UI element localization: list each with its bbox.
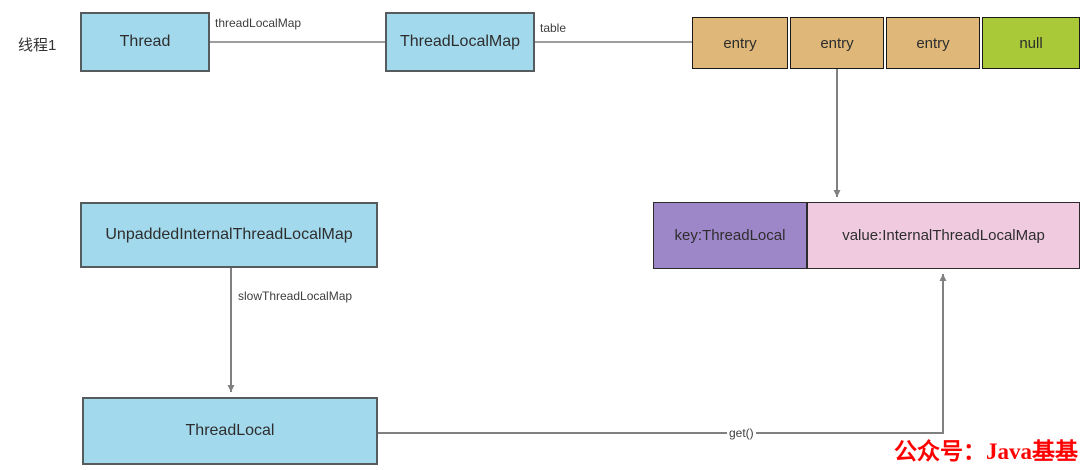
thread1-annotation: 线程1 (18, 37, 57, 54)
edge-threadlocal-get-to-value-arrow (378, 274, 947, 434)
node-thread: Thread (80, 12, 210, 72)
edge-label-slowthreadlocalmap: slowThreadLocalMap (238, 289, 353, 303)
node-threadlocalmap: ThreadLocalMap (385, 12, 535, 72)
node-threadlocal: ThreadLocal (82, 397, 378, 465)
node-unpadded-internal-threadlocalmap: UnpaddedInternalThreadLocalMap (80, 202, 378, 268)
node-entry-1: entry (692, 17, 788, 69)
node-value-internalthreadlocalmap: value:InternalThreadLocalMap (807, 202, 1080, 269)
node-key-threadlocal: key:ThreadLocal (653, 202, 807, 269)
node-entry-3: entry (886, 17, 980, 69)
edge-label-get: get() (727, 426, 756, 440)
edge-label-table: table (540, 21, 567, 35)
node-null-slot: null (982, 17, 1080, 69)
edge-label-threadlocalmap: threadLocalMap (215, 16, 302, 30)
watermark-text: 公众号：Java基基 (894, 439, 1078, 464)
node-entry-2: entry (790, 17, 884, 69)
